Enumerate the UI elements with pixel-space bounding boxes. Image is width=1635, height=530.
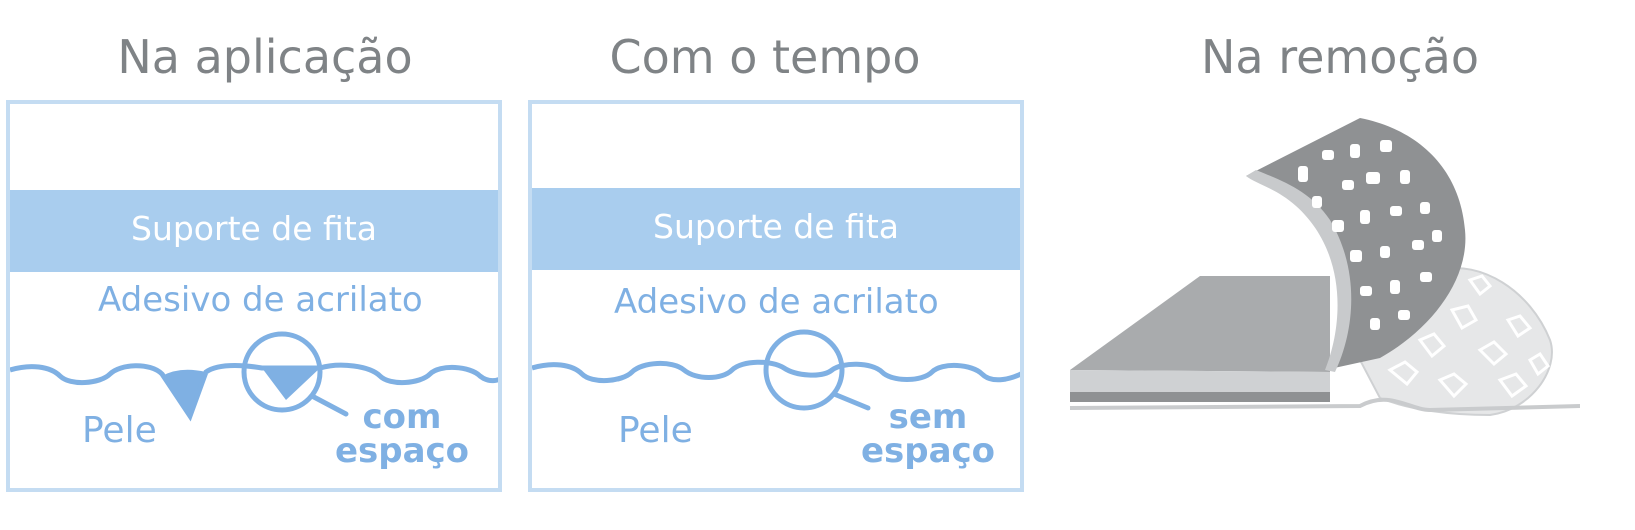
magnifier-handle [309, 393, 349, 417]
tape-removal-illustration [1069, 118, 1580, 417]
magnifier-circle [241, 331, 323, 413]
magnifier-handle [831, 391, 871, 411]
tape-flat-edge [1070, 392, 1330, 402]
gap-fill-right [262, 368, 320, 400]
skin-label: Pele [618, 410, 693, 451]
gap-label-line1: sem [888, 397, 968, 437]
gap-label-line2: espaço [860, 431, 996, 471]
panel-over-time: Suporte de fita Adesivo de acrilato Pele… [528, 100, 1024, 492]
heading-removal: Na remoção [1201, 30, 1479, 84]
skin-surface-diagram [532, 329, 1020, 411]
tape-flat-face [1070, 370, 1330, 392]
skin-line [1069, 397, 1580, 413]
tape-flat-top [1070, 276, 1330, 372]
skin-wave-line [532, 359, 1020, 383]
skin-label: Pele [82, 410, 157, 451]
skin-cell-pattern [1387, 274, 1551, 399]
adhesive-label: Adesivo de acrilato [98, 280, 423, 320]
skin-surface-diagram [10, 331, 498, 422]
tape-backing-band: Suporte de fita [532, 188, 1020, 270]
tape-backing-band: Suporte de fita [10, 190, 498, 272]
tape-curl-inner [1246, 170, 1352, 372]
panel-application: Suporte de fita Adesivo de acrilato Pele… [6, 100, 502, 492]
gap-label: sem espaço [858, 400, 998, 468]
gap-label-line1: com [362, 397, 442, 437]
gap-label-line2: espaço [334, 431, 470, 471]
magnifier-circle [763, 329, 845, 411]
skin-wave-line [10, 362, 498, 422]
gap-fill-left [162, 369, 206, 416]
heading-application: Na aplicação [117, 30, 413, 84]
removed-skin-cells [1298, 140, 1442, 330]
heading-over-time: Com o tempo [609, 30, 921, 84]
gap-label: com espaço [332, 400, 472, 468]
adhesive-label: Adesivo de acrilato [614, 282, 939, 322]
